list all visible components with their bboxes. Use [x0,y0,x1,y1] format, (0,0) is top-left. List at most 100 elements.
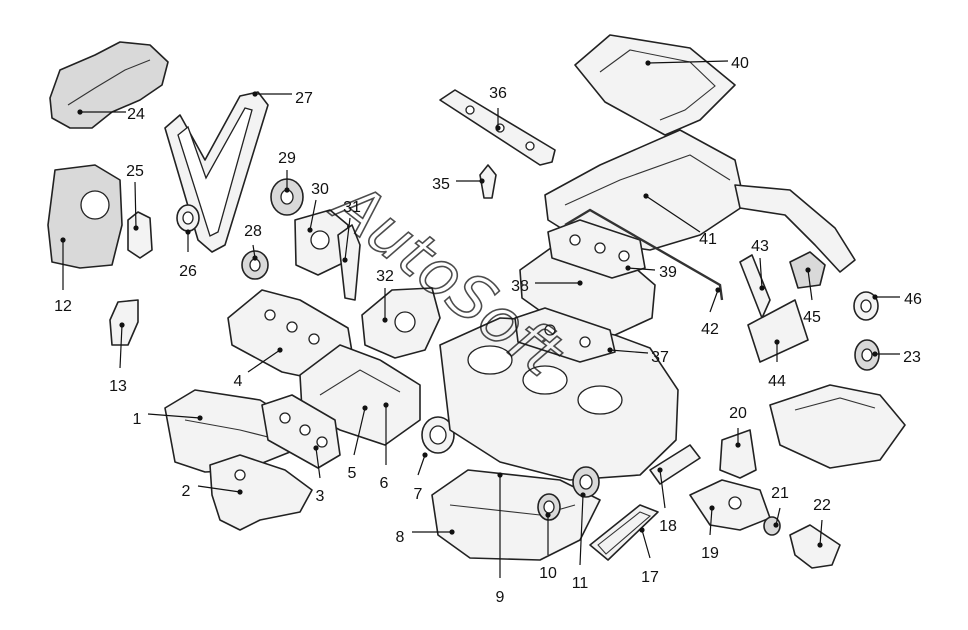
leader-dot-23 [872,351,878,357]
leader-dot-20 [735,442,741,448]
leader-dot-6 [383,402,389,408]
callout-31: 31 [343,199,361,216]
leader-dot-28 [252,255,258,261]
leader-dot-10 [545,512,551,518]
oil-pan-gasket [589,504,659,561]
callout-42: 42 [701,321,719,338]
leader-dot-42 [715,287,721,293]
leader-line-41 [645,195,701,233]
leader-line-13 [119,324,123,369]
callout-19: 19 [701,545,719,562]
bracket-31 [337,224,361,301]
callout-24: 24 [127,106,145,123]
leader-dot-30 [307,227,313,233]
cam-pulley [270,178,304,216]
rear-seal-11 [572,466,600,498]
hose-elbow [789,524,841,569]
leader-dot-4 [277,347,283,353]
leader-line-1 [147,413,201,419]
bushing-23 [854,339,880,371]
callout-26: 26 [179,263,197,280]
leader-dot-36 [495,125,501,131]
callout-5: 5 [348,465,357,482]
leader-line-30 [309,199,317,231]
leader-line-7 [417,454,426,476]
intake-gasket-39 [547,219,646,279]
callout-8: 8 [396,529,405,546]
leader-line-4 [247,349,281,373]
leader-dot-40 [645,60,651,66]
leader-line-3 [315,447,321,479]
leader-dot-37 [607,347,613,353]
exhaust-gasket [261,394,341,469]
leader-dot-12 [60,237,66,243]
leader-dot-21 [773,522,779,528]
leader-line-2 [197,485,241,493]
front-seal [421,416,455,454]
sensor-13 [109,299,139,346]
callout-23: 23 [903,349,921,366]
callout-18: 18 [659,518,677,535]
callout-25: 25 [126,163,144,180]
engine-top-cover [574,34,736,136]
leader-dot-13 [119,322,125,328]
leader-dot-1 [197,415,203,421]
water-pump [294,209,349,276]
callout-45: 45 [803,309,821,326]
callout-20: 20 [729,405,747,422]
callout-7: 7 [414,486,423,503]
leader-line-19 [709,507,713,536]
callout-30: 30 [311,181,329,198]
callout-22: 22 [813,497,831,514]
callout-17: 17 [641,569,659,586]
exhaust-manifold [209,454,313,531]
tensioner-pulley [176,204,200,232]
leader-dot-41 [643,193,649,199]
leader-dot-25 [133,225,139,231]
cylinder-head-cover [227,289,353,381]
leader-line-39 [627,267,656,271]
crank-seal-10 [537,493,561,521]
leader-dot-31 [342,257,348,263]
intake-hose [734,184,856,273]
leader-dot-9 [497,472,503,478]
intake-gasket-37 [514,307,616,363]
leader-dot-46 [872,294,878,300]
idler-roller [241,250,269,280]
leader-line-37 [609,349,649,354]
callout-43: 43 [751,238,769,255]
callout-21: 21 [771,485,789,502]
leader-dot-44 [774,339,780,345]
callout-13: 13 [109,378,127,395]
leader-dot-32 [382,317,388,323]
callout-3: 3 [316,488,325,505]
leader-line-31 [344,217,351,261]
callout-37: 37 [651,349,669,366]
leader-dot-22 [817,542,823,548]
leader-dot-2 [237,489,243,495]
leader-dot-45 [805,267,811,273]
callout-9: 9 [496,589,505,606]
leader-line-21 [775,507,781,526]
callout-46: 46 [904,291,922,308]
leader-dot-29 [284,187,290,193]
leader-dot-18 [657,467,663,473]
callout-40: 40 [731,55,749,72]
oil-pan [431,469,601,561]
leader-dot-17 [639,527,645,533]
cover-bracket [127,211,153,259]
leader-dot-27 [252,91,258,97]
leader-dot-24 [77,109,83,115]
leader-dot-19 [709,505,715,511]
leader-line-11 [579,494,584,566]
leader-line-40 [647,60,729,64]
callout-6: 6 [380,475,389,492]
lower-timing-cover [47,164,123,269]
leader-line-22 [819,519,823,546]
leader-line-25 [134,181,137,229]
leader-dot-5 [362,405,368,411]
dipstick [564,208,724,301]
callout-38: 38 [511,278,529,295]
callout-27: 27 [295,90,313,107]
